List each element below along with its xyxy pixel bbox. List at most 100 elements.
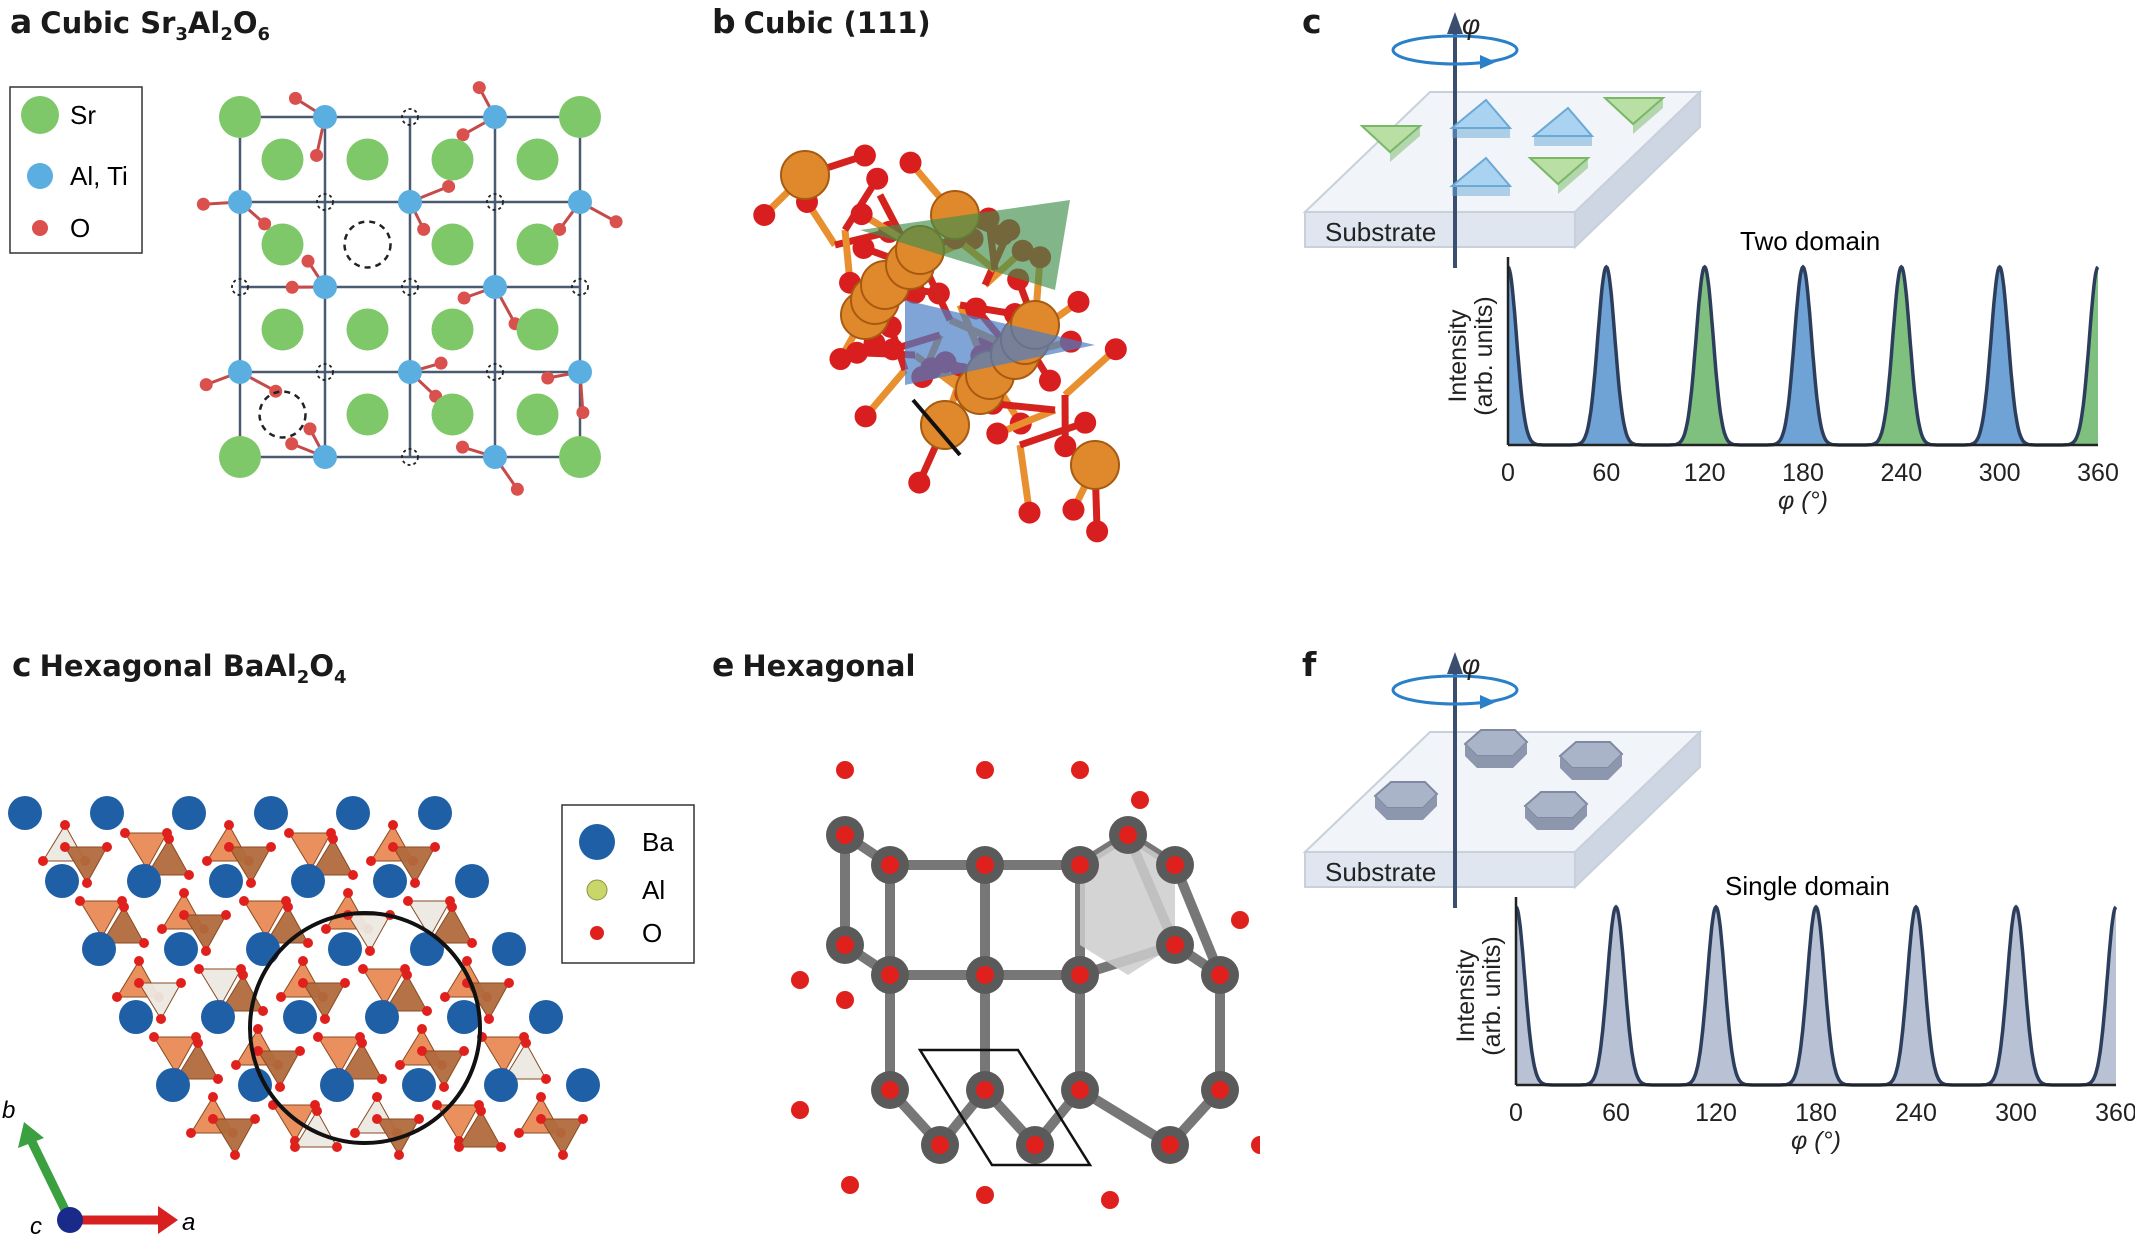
o-atom: [149, 1032, 159, 1042]
rotation-axis-arrowhead: [1447, 652, 1463, 674]
alo4-tetrahedron: [288, 832, 332, 870]
sr-atom: [516, 138, 559, 181]
alo4-tetrahedron: [228, 846, 272, 884]
o-atom: [208, 1114, 218, 1124]
sr-atom: [346, 308, 389, 351]
o-atom: [1071, 1081, 1089, 1099]
axis-c-label: c: [30, 1213, 42, 1238]
o-atom: [504, 978, 514, 988]
panel-d-legend-box: [561, 804, 695, 964]
substrate-label: Substrate: [1325, 857, 1436, 887]
ba-atom: [201, 1000, 235, 1034]
intensity-curve: [1514, 904, 2118, 1087]
o-atom: [194, 964, 204, 974]
o-atom: [432, 1100, 442, 1110]
ba-atom: [402, 1068, 436, 1102]
vacancy-small: [401, 448, 419, 466]
o-atom: [457, 291, 471, 305]
axis-b-arrow: [27, 1140, 75, 1222]
ba-atom: [447, 1000, 481, 1034]
o-atom: [881, 338, 904, 361]
o-atom: [224, 842, 234, 852]
o-atom: [221, 910, 231, 920]
sr-atom: [346, 393, 389, 436]
x-tick-label: 300: [1979, 459, 2021, 487]
al-ti-atom: [398, 360, 422, 384]
o-atom: [112, 992, 122, 1002]
rotation-arrow-icon: [1391, 674, 1519, 706]
vacancy-small: [401, 108, 419, 126]
o-atom: [965, 297, 988, 320]
panel-e-structure: [791, 761, 1260, 1209]
o-atom: [275, 1082, 285, 1092]
o-atom: [312, 1106, 322, 1116]
peak-fill-2: [1679, 907, 1753, 1085]
o-atom: [459, 1046, 469, 1056]
o-atom: [417, 1046, 427, 1056]
o-atom: [377, 1074, 387, 1084]
cation-atom: [780, 150, 830, 200]
hex-bond: [1170, 863, 1225, 977]
alo4-tetrahedron: [146, 838, 190, 876]
o-atom: [394, 1150, 404, 1160]
x-tick-label: 180: [1795, 1099, 1837, 1127]
o-atom: [310, 148, 324, 162]
o-atom-terminal: [1071, 761, 1089, 779]
alo4-tetrahedron: [407, 900, 451, 938]
o-atom: [908, 471, 931, 494]
axis-a-label: a: [182, 1209, 195, 1236]
al-ti-atom: [568, 360, 592, 384]
alo4-tetrahedron: [421, 1050, 465, 1088]
o-atom: [119, 902, 129, 912]
o-atom: [38, 856, 48, 866]
domain-hexagon-side: [1375, 794, 1437, 820]
vacancy-small: [486, 193, 504, 211]
sr-atom: [516, 223, 559, 266]
o-atom: [388, 842, 398, 852]
peak-fill-4: [1879, 907, 1953, 1085]
vacancy-small: [486, 363, 504, 381]
o-atom: [899, 151, 922, 174]
intensity-curve: [1506, 264, 2100, 447]
o-atom: [753, 203, 776, 226]
o-atom: [442, 179, 456, 193]
o-atom: [164, 834, 174, 844]
ba-atom: [156, 1068, 190, 1102]
alo4-tetrahedron: [436, 1104, 480, 1142]
alo4-tetrahedron: [458, 1110, 502, 1148]
x-tick-label: 240: [1895, 1099, 1937, 1127]
o-atom: [1074, 411, 1097, 434]
legend-al-label: Al: [642, 875, 665, 905]
o-atom: [202, 856, 212, 866]
sr-atom: [261, 138, 304, 181]
bond: [1016, 444, 1033, 514]
ba-atom: [455, 864, 489, 898]
o-atom: [541, 1074, 551, 1084]
panel-c-caption: Two domain: [1740, 226, 1880, 256]
alo4-tetrahedron: [339, 1042, 383, 1080]
domain-triangle-side: [1534, 136, 1592, 146]
alo4-tetrahedron: [429, 906, 473, 944]
o-atom: [414, 1114, 424, 1124]
o-atom: [1211, 1081, 1229, 1099]
o-atom: [881, 966, 899, 984]
x-axis-label: φ (°): [1791, 1127, 1841, 1155]
sr-atom: [261, 223, 304, 266]
sr-atom: [559, 436, 601, 478]
ba-atom: [529, 1000, 563, 1034]
ba-atom: [82, 932, 116, 966]
al-ti-atom: [228, 190, 252, 214]
phi-symbol: φ: [1462, 9, 1480, 40]
o-atom: [403, 896, 413, 906]
x-tick-label: 0: [1501, 459, 1515, 487]
al-ti-atom: [228, 360, 252, 384]
o-atom: [176, 978, 186, 988]
o-atom: [139, 938, 149, 948]
sr-atom: [431, 138, 474, 181]
o-atom: [301, 254, 315, 268]
o-atom: [881, 856, 899, 874]
